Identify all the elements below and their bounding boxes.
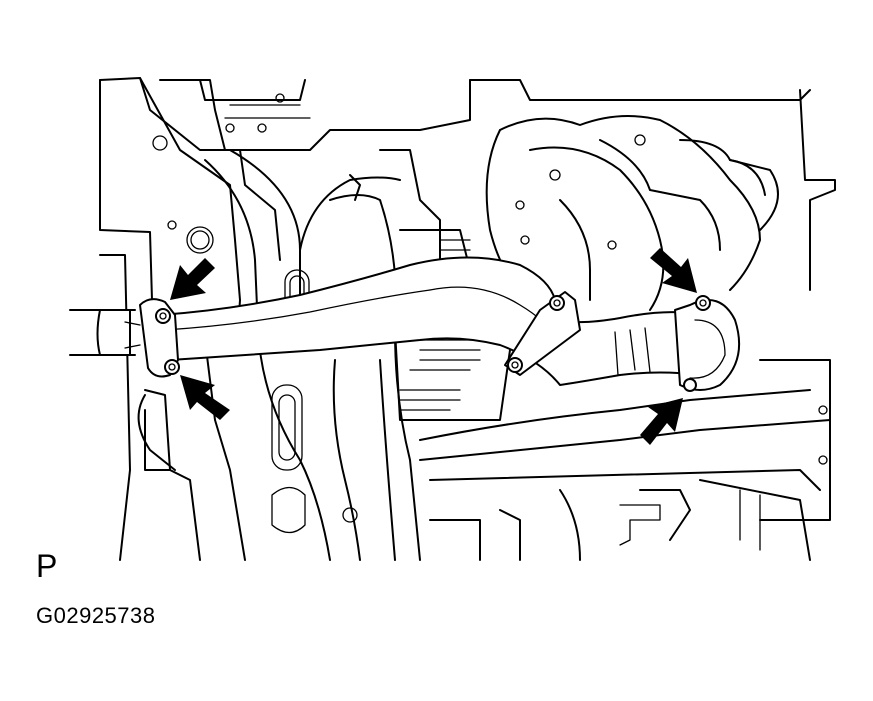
bolt-arrows <box>170 248 697 445</box>
arrow-icon <box>180 375 230 420</box>
exhaust-pipe <box>69 256 741 392</box>
differential-housing <box>394 115 779 421</box>
arrow-icon <box>650 248 697 293</box>
arrow-icon <box>170 258 215 300</box>
arrow-icon <box>640 398 683 445</box>
view-letter: P <box>36 548 58 584</box>
figure-code: G02925738 <box>36 603 156 628</box>
